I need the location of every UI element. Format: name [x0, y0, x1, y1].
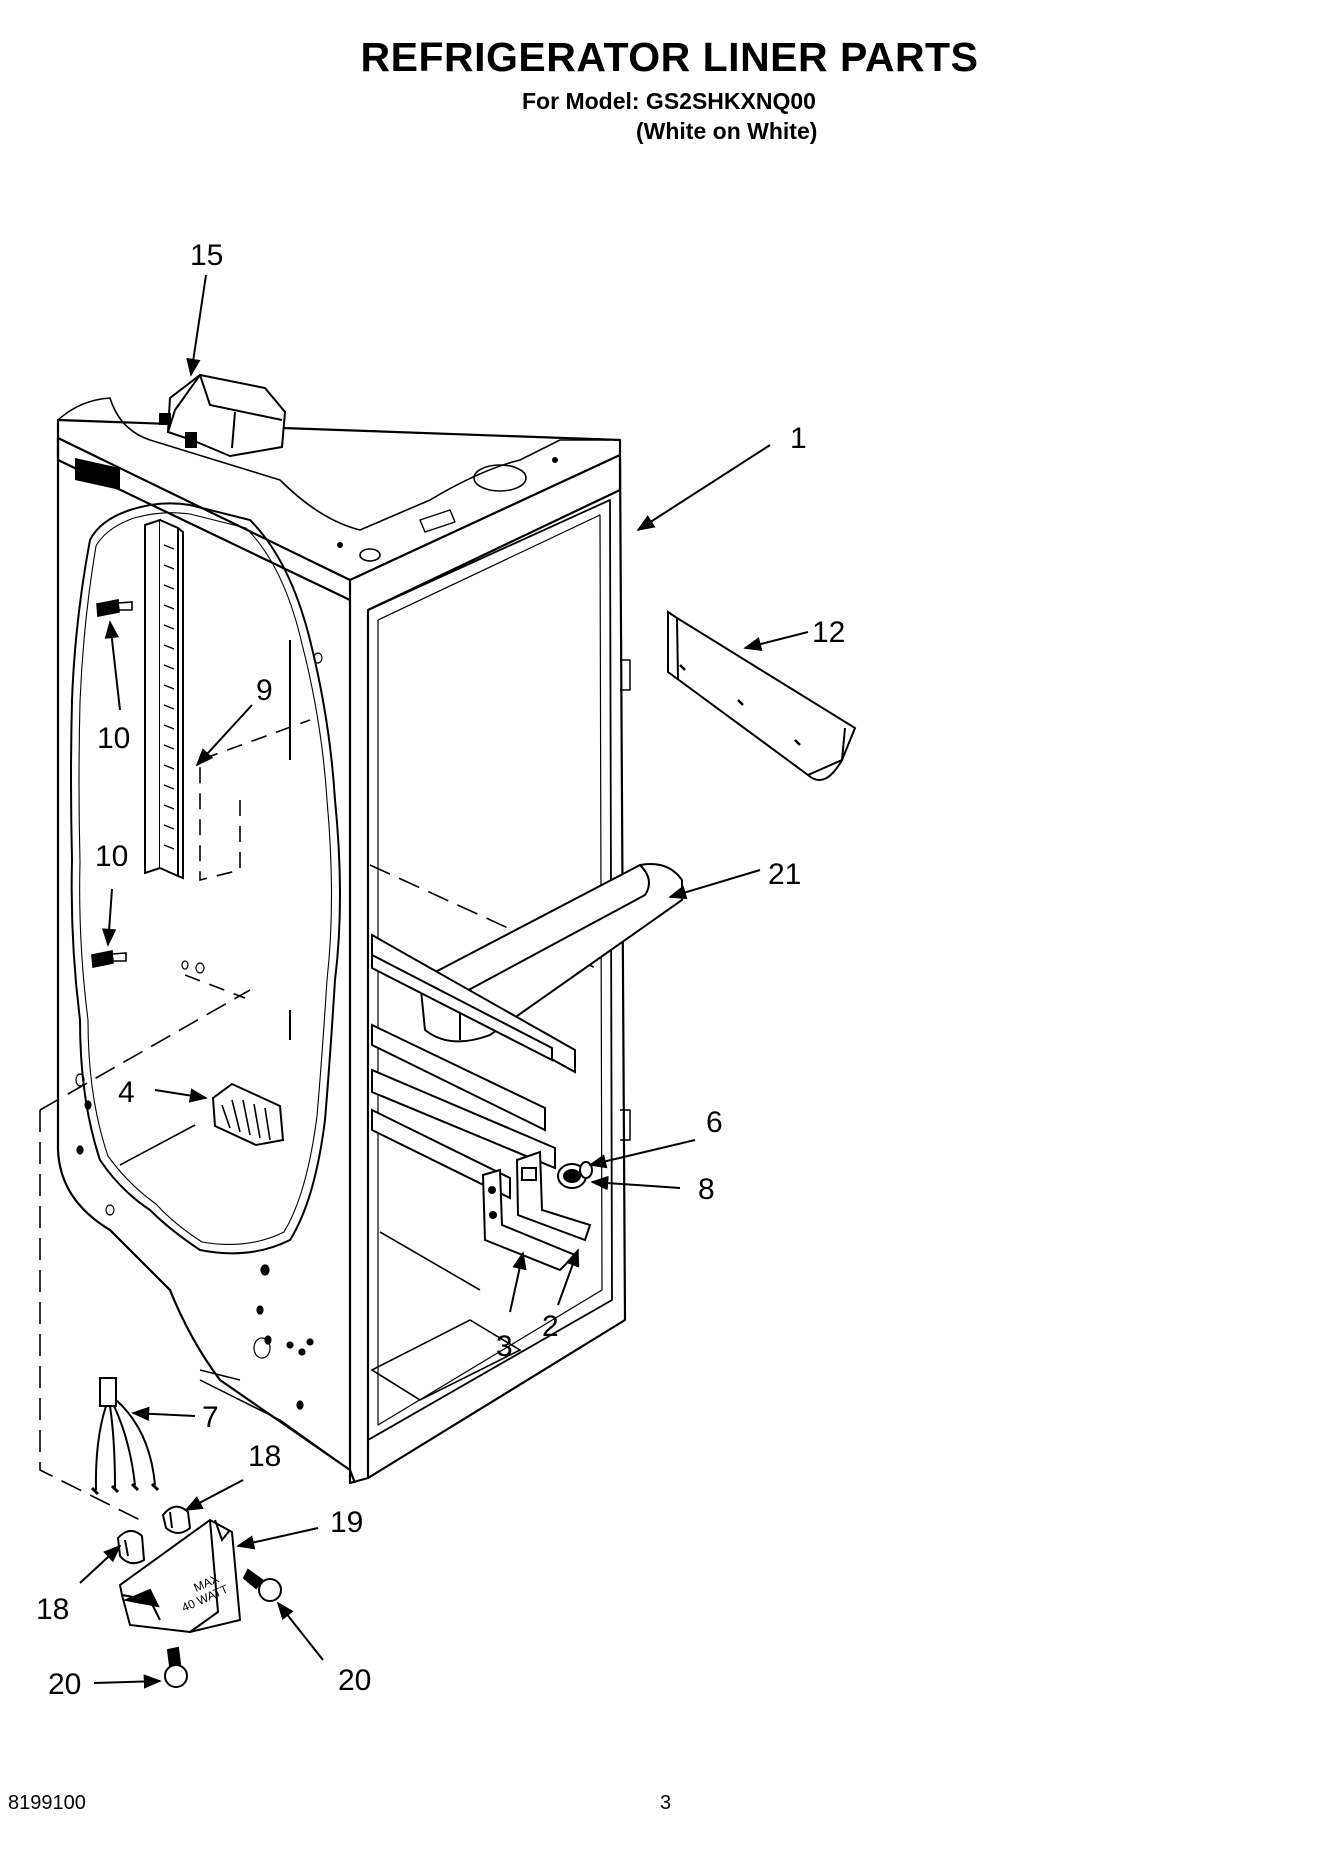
leader-10a	[104, 620, 121, 711]
leader-8	[590, 1175, 681, 1191]
leader-lines	[79, 274, 809, 1689]
callout-4: 4	[118, 1076, 135, 1109]
leader-18b	[79, 1544, 122, 1584]
document-number: 8199100	[8, 1792, 86, 1814]
callout-18-upper: 18	[248, 1440, 281, 1473]
leader-15	[186, 274, 207, 377]
screw-20-right	[242, 1568, 282, 1602]
callout-21: 21	[768, 858, 801, 891]
callout-20-left: 20	[48, 1668, 81, 1701]
shelf-ladder-rail	[144, 518, 184, 880]
screw-20-left	[164, 1646, 188, 1688]
callout-19: 19	[330, 1506, 363, 1539]
leader-20b	[93, 1674, 162, 1689]
lamp-socket-lower	[116, 1530, 146, 1565]
callout-12: 12	[812, 616, 845, 649]
leader-12	[743, 631, 809, 651]
crisper-cover-rail	[418, 863, 683, 1043]
vent-grille	[211, 1082, 285, 1147]
cutaway-outline	[70, 502, 341, 1255]
leader-20a	[276, 1601, 324, 1661]
callout-2: 2	[542, 1310, 559, 1343]
leader-4	[154, 1088, 208, 1103]
color-subtitle: (White on White)	[636, 118, 818, 144]
leader-21	[668, 869, 761, 900]
leader-10b	[101, 888, 117, 947]
callout-9: 9	[256, 674, 273, 707]
callout-10-upper: 10	[97, 722, 130, 755]
screw-lower	[91, 950, 127, 968]
callout-10-lower: 10	[95, 840, 128, 873]
screw-upper	[96, 599, 133, 617]
wire-harness	[90, 1377, 160, 1496]
leader-9	[195, 704, 253, 767]
lamp-socket-upper	[161, 1505, 192, 1534]
callout-3: 3	[496, 1330, 513, 1363]
bracket-part-2	[515, 1150, 592, 1242]
lamp-housing	[118, 1518, 242, 1634]
interior-shelf-rails	[370, 933, 576, 1401]
leader-3	[509, 1251, 527, 1313]
callout-20-right: 20	[338, 1664, 371, 1697]
temperature-knob	[557, 1161, 593, 1189]
leader-18a	[184, 1479, 244, 1511]
leader-1	[636, 444, 771, 531]
leader-7	[131, 1406, 196, 1421]
callout-8: 8	[698, 1173, 715, 1206]
callout-15: 15	[190, 239, 223, 272]
deflector	[667, 610, 857, 781]
page-title: REFRIGERATOR LINER PARTS	[360, 34, 979, 80]
callout-6: 6	[706, 1106, 723, 1139]
leader-6	[588, 1139, 696, 1169]
callout-1: 1	[790, 422, 807, 455]
leader-2	[557, 1248, 580, 1306]
liner-cabinet	[56, 397, 631, 1485]
callout-18-lower: 18	[36, 1593, 69, 1626]
callout-7: 7	[202, 1401, 219, 1434]
page-number: 3	[660, 1792, 672, 1814]
callout-numbers: 1 12 15 9 10 10 21 4 6 8 3 2 7 18 18 19 …	[36, 239, 845, 1701]
wall-holes	[75, 652, 323, 1410]
control-housing	[159, 373, 287, 458]
leader-19	[236, 1527, 319, 1550]
model-subtitle: For Model: GS2SHKXNQ00	[522, 88, 816, 114]
